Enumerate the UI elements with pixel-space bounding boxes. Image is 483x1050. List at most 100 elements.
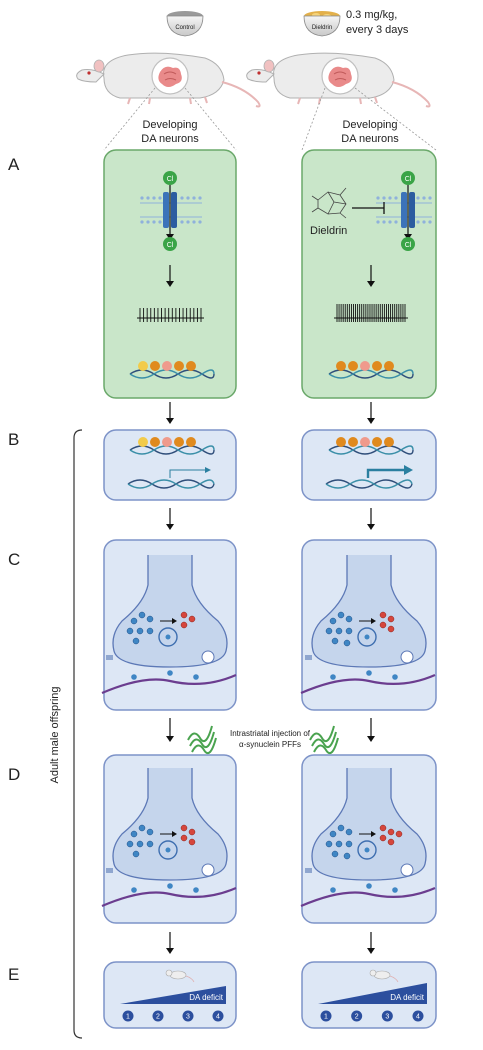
oxidized-dopamine xyxy=(387,838,395,846)
deficit-label-left: DA deficit xyxy=(189,993,224,1002)
dopamine-molecule xyxy=(329,830,337,838)
terminal-body xyxy=(311,768,427,881)
postsynaptic-membrane xyxy=(101,886,237,908)
deficit-scale-dot xyxy=(122,1010,134,1022)
dopamine-molecule xyxy=(345,615,353,623)
deficit-scale-dot xyxy=(212,1010,224,1022)
dose-text-line1: 0.3 mg/kg, xyxy=(346,9,397,21)
arrow-b-to-c-left xyxy=(166,508,174,530)
chloride-channel-right xyxy=(376,185,432,240)
dopamine-molecule xyxy=(130,617,138,625)
panel-letter-e: E xyxy=(8,965,19,984)
zoom-lines xyxy=(103,87,437,151)
released-dopamine xyxy=(131,887,137,893)
arrow-d-to-e-left xyxy=(166,932,174,954)
released-dopamine xyxy=(193,674,199,680)
side-label-adult-offspring: Adult male offspring xyxy=(49,686,61,783)
oxidized-dopamine xyxy=(395,830,403,838)
oxidation-arrowhead xyxy=(371,618,376,624)
chloride-ion-top-right: Cl xyxy=(401,171,415,185)
deficit-scale-dot xyxy=(351,1010,363,1022)
deficit-label-right: DA deficit xyxy=(390,993,425,1002)
dopamine-molecule xyxy=(335,627,343,635)
released-dopamine xyxy=(392,887,398,893)
oxidized-dopamine xyxy=(188,838,196,846)
dopamine-molecule xyxy=(132,637,140,645)
mouse-right xyxy=(246,52,431,108)
vesicle-dopamine xyxy=(165,847,171,853)
dopamine-molecule xyxy=(146,840,154,848)
transporter xyxy=(106,655,113,660)
deficit-scale-dot xyxy=(152,1010,164,1022)
dopamine-molecule xyxy=(329,617,337,625)
arrow-a-to-b-left xyxy=(166,402,174,424)
dopamine-molecule xyxy=(345,828,353,836)
dieldrin-label: Dieldrin xyxy=(310,225,347,237)
terminal-body xyxy=(112,768,228,881)
dopamine-molecule xyxy=(132,850,140,858)
dopamine-molecule xyxy=(146,828,154,836)
pff-label-line1: Intrastriatal injection of xyxy=(230,729,311,738)
panel-a-right-box xyxy=(301,149,437,399)
terminal-body xyxy=(112,555,228,668)
panel-letter-c: C xyxy=(8,550,20,569)
dopamine-molecule xyxy=(325,840,333,848)
firing-trace-right xyxy=(334,304,408,322)
released-dopamine xyxy=(330,887,336,893)
oxidized-dopamine xyxy=(387,625,395,633)
oxidized-dopamine xyxy=(188,828,196,836)
synaptic-vesicle xyxy=(357,627,377,647)
dieldrin-structure-icon xyxy=(311,187,347,219)
panel-letter-d: D xyxy=(8,765,20,784)
oxidation-arrowhead xyxy=(172,618,177,624)
dopamine-molecule xyxy=(136,627,144,635)
chloride-ion-bottom-left: Cl xyxy=(163,237,177,251)
transporter xyxy=(305,655,312,660)
synaptic-terminal-c-left xyxy=(101,555,237,695)
arrow-c-to-d-right xyxy=(367,718,375,742)
dopamine-molecule xyxy=(337,611,345,619)
panel-letter-b: B xyxy=(8,430,19,449)
gene-expression-b-right xyxy=(325,465,413,489)
oxidized-dopamine xyxy=(379,611,387,619)
pff-label-line2: α-synuclein PFFs xyxy=(239,740,301,749)
neuron-label-left-line1: Developing xyxy=(142,119,197,131)
synaptic-terminal-d-right xyxy=(300,768,436,908)
deficit-wedge-left xyxy=(120,986,226,1004)
oxidized-dopamine xyxy=(188,615,196,623)
dopamine-molecule xyxy=(146,615,154,623)
arrow-down-a-right xyxy=(367,265,375,287)
oxidized-dopamine xyxy=(180,621,188,629)
dna-methylation-b-left xyxy=(129,437,215,455)
dopamine-molecule xyxy=(126,627,134,635)
dopamine-molecule xyxy=(337,824,345,832)
dopamine-molecule xyxy=(345,840,353,848)
dieldrin-bowl-label: Dieldrin xyxy=(312,25,332,31)
oxidized-dopamine xyxy=(379,621,387,629)
deficit-scale-label: 1 xyxy=(324,1014,328,1021)
oxidized-dopamine xyxy=(379,834,387,842)
dopamine-molecule xyxy=(130,830,138,838)
inhibition-line xyxy=(352,202,385,214)
arrow-d-to-e-right xyxy=(367,932,375,954)
terminal-body xyxy=(311,555,427,668)
deficit-scale-label: 3 xyxy=(385,1014,389,1021)
mouse-left xyxy=(76,52,261,108)
pff-fibril-right-icon xyxy=(309,725,339,754)
dna-methylation-a-left xyxy=(129,361,215,379)
synaptic-vesicle xyxy=(357,840,377,860)
deficit-scale-label: 4 xyxy=(216,1014,220,1021)
released-dopamine xyxy=(193,887,199,893)
released-dopamine xyxy=(167,883,173,889)
postsynaptic-membrane xyxy=(300,673,436,695)
pff-fibril-left-icon xyxy=(187,725,217,754)
dopamine-molecule xyxy=(146,627,154,635)
deficit-scale-label: 2 xyxy=(156,1014,160,1021)
chloride-channel-left xyxy=(140,185,202,240)
svg-text:Cl: Cl xyxy=(405,242,412,249)
dopamine-molecule xyxy=(343,852,351,860)
oxidation-arrowhead xyxy=(371,831,376,837)
dopamine-molecule xyxy=(345,627,353,635)
